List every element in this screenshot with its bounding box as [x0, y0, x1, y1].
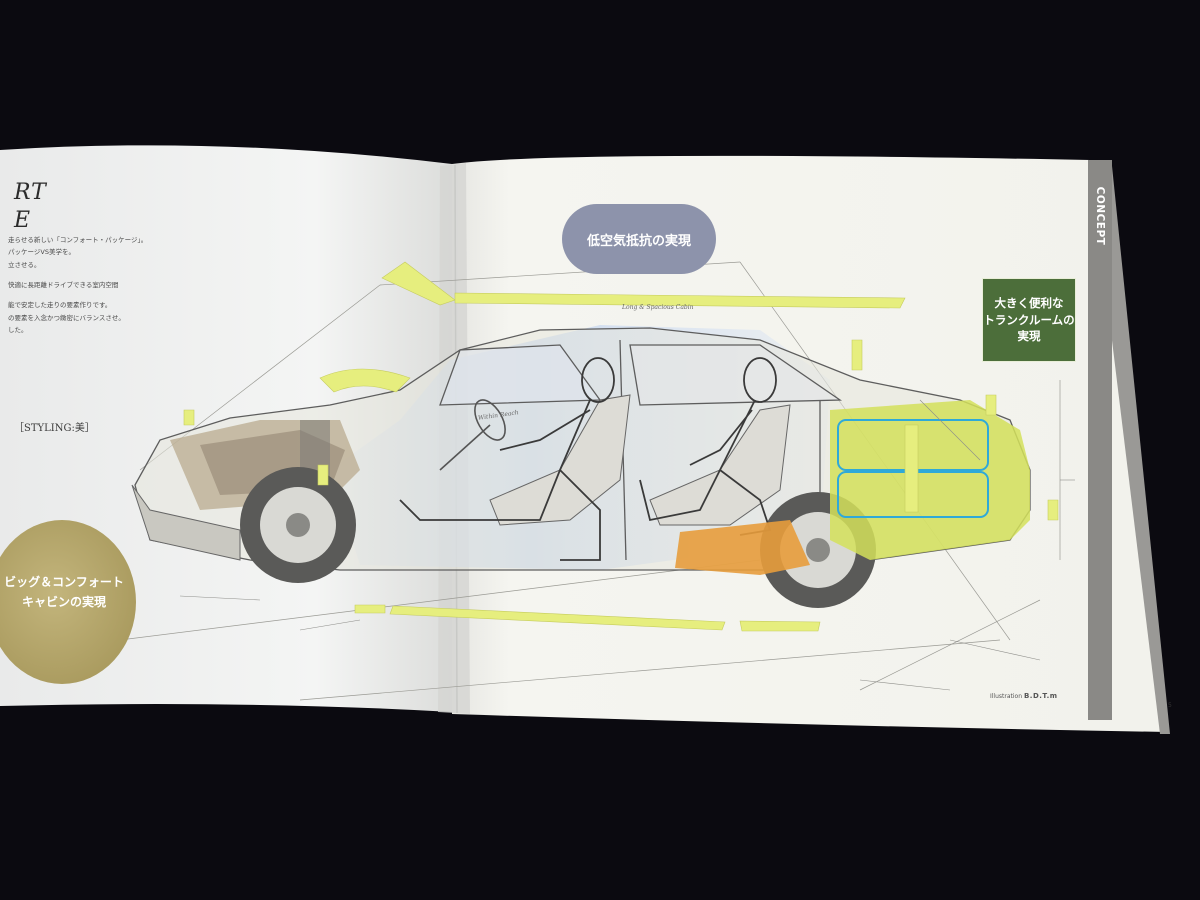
cabin-line-2: キャビンの実現 — [21, 595, 106, 610]
trunk-line-3: 実現 — [1017, 329, 1041, 344]
body-line: の要素を入念かつ緻密にバランスさせ。 — [8, 313, 125, 322]
body-line: パッケージVS美学を。 — [8, 248, 75, 257]
concept-tab — [1088, 160, 1112, 720]
trunk-line-1: 大きく便利な — [994, 295, 1064, 310]
heading-fragment-1: RT — [14, 180, 47, 205]
concept-tab-label: CONCEPT — [1094, 186, 1106, 246]
cabin-caption: Long & Spacious Cabin — [622, 304, 694, 311]
low-drag-pill: 低空気抵抗の実現 — [562, 204, 716, 274]
heading-fragment-2: E — [14, 208, 32, 233]
driver-figure — [399, 357, 615, 561]
dimension-bars — [183, 261, 1059, 632]
body-copy: 走らせる新しい「コンフォート・パッケージ」。 パッケージVS美学を。 立させる。… — [8, 234, 147, 336]
body-line: 能で安定した走りの要素作りです。 — [8, 301, 112, 310]
body-line: 快適に長距離ドライブできる室内空間 — [8, 281, 119, 290]
perspective-grid — [119, 261, 1061, 701]
front-bumper — [131, 484, 241, 561]
trunk-room-box: 大きく便利な トランクルームの 実現 — [982, 278, 1076, 362]
styling-label: ［STYLING:美］ — [14, 423, 95, 434]
body-line: 走らせる新しい「コンフォート・パッケージ」。 — [8, 236, 148, 244]
credit-name: B.D.T.m — [1023, 692, 1058, 700]
body-line: した。 — [8, 326, 28, 335]
trunk-line-2: トランクルームの — [983, 312, 1075, 327]
cabin-line-1: ビッグ＆コンフォート — [4, 575, 124, 589]
body-line: 立させる。 — [8, 260, 41, 269]
cabin-circle — [0, 520, 136, 684]
illustration-credit: Illustration B.D.T.m — [990, 692, 1058, 700]
front-wheel — [240, 467, 356, 583]
leader-lines — [179, 399, 1075, 691]
page-number: 5 — [1168, 702, 1172, 709]
floor-highlight — [675, 520, 810, 575]
credit-prefix: Illustration — [990, 693, 1023, 700]
trunk-highlight — [830, 400, 1030, 560]
steering-wheel — [439, 399, 506, 471]
cabin-circle-text: ビッグ＆コンフォート キャビンの実現 — [4, 572, 124, 613]
rear-seat — [649, 404, 791, 526]
